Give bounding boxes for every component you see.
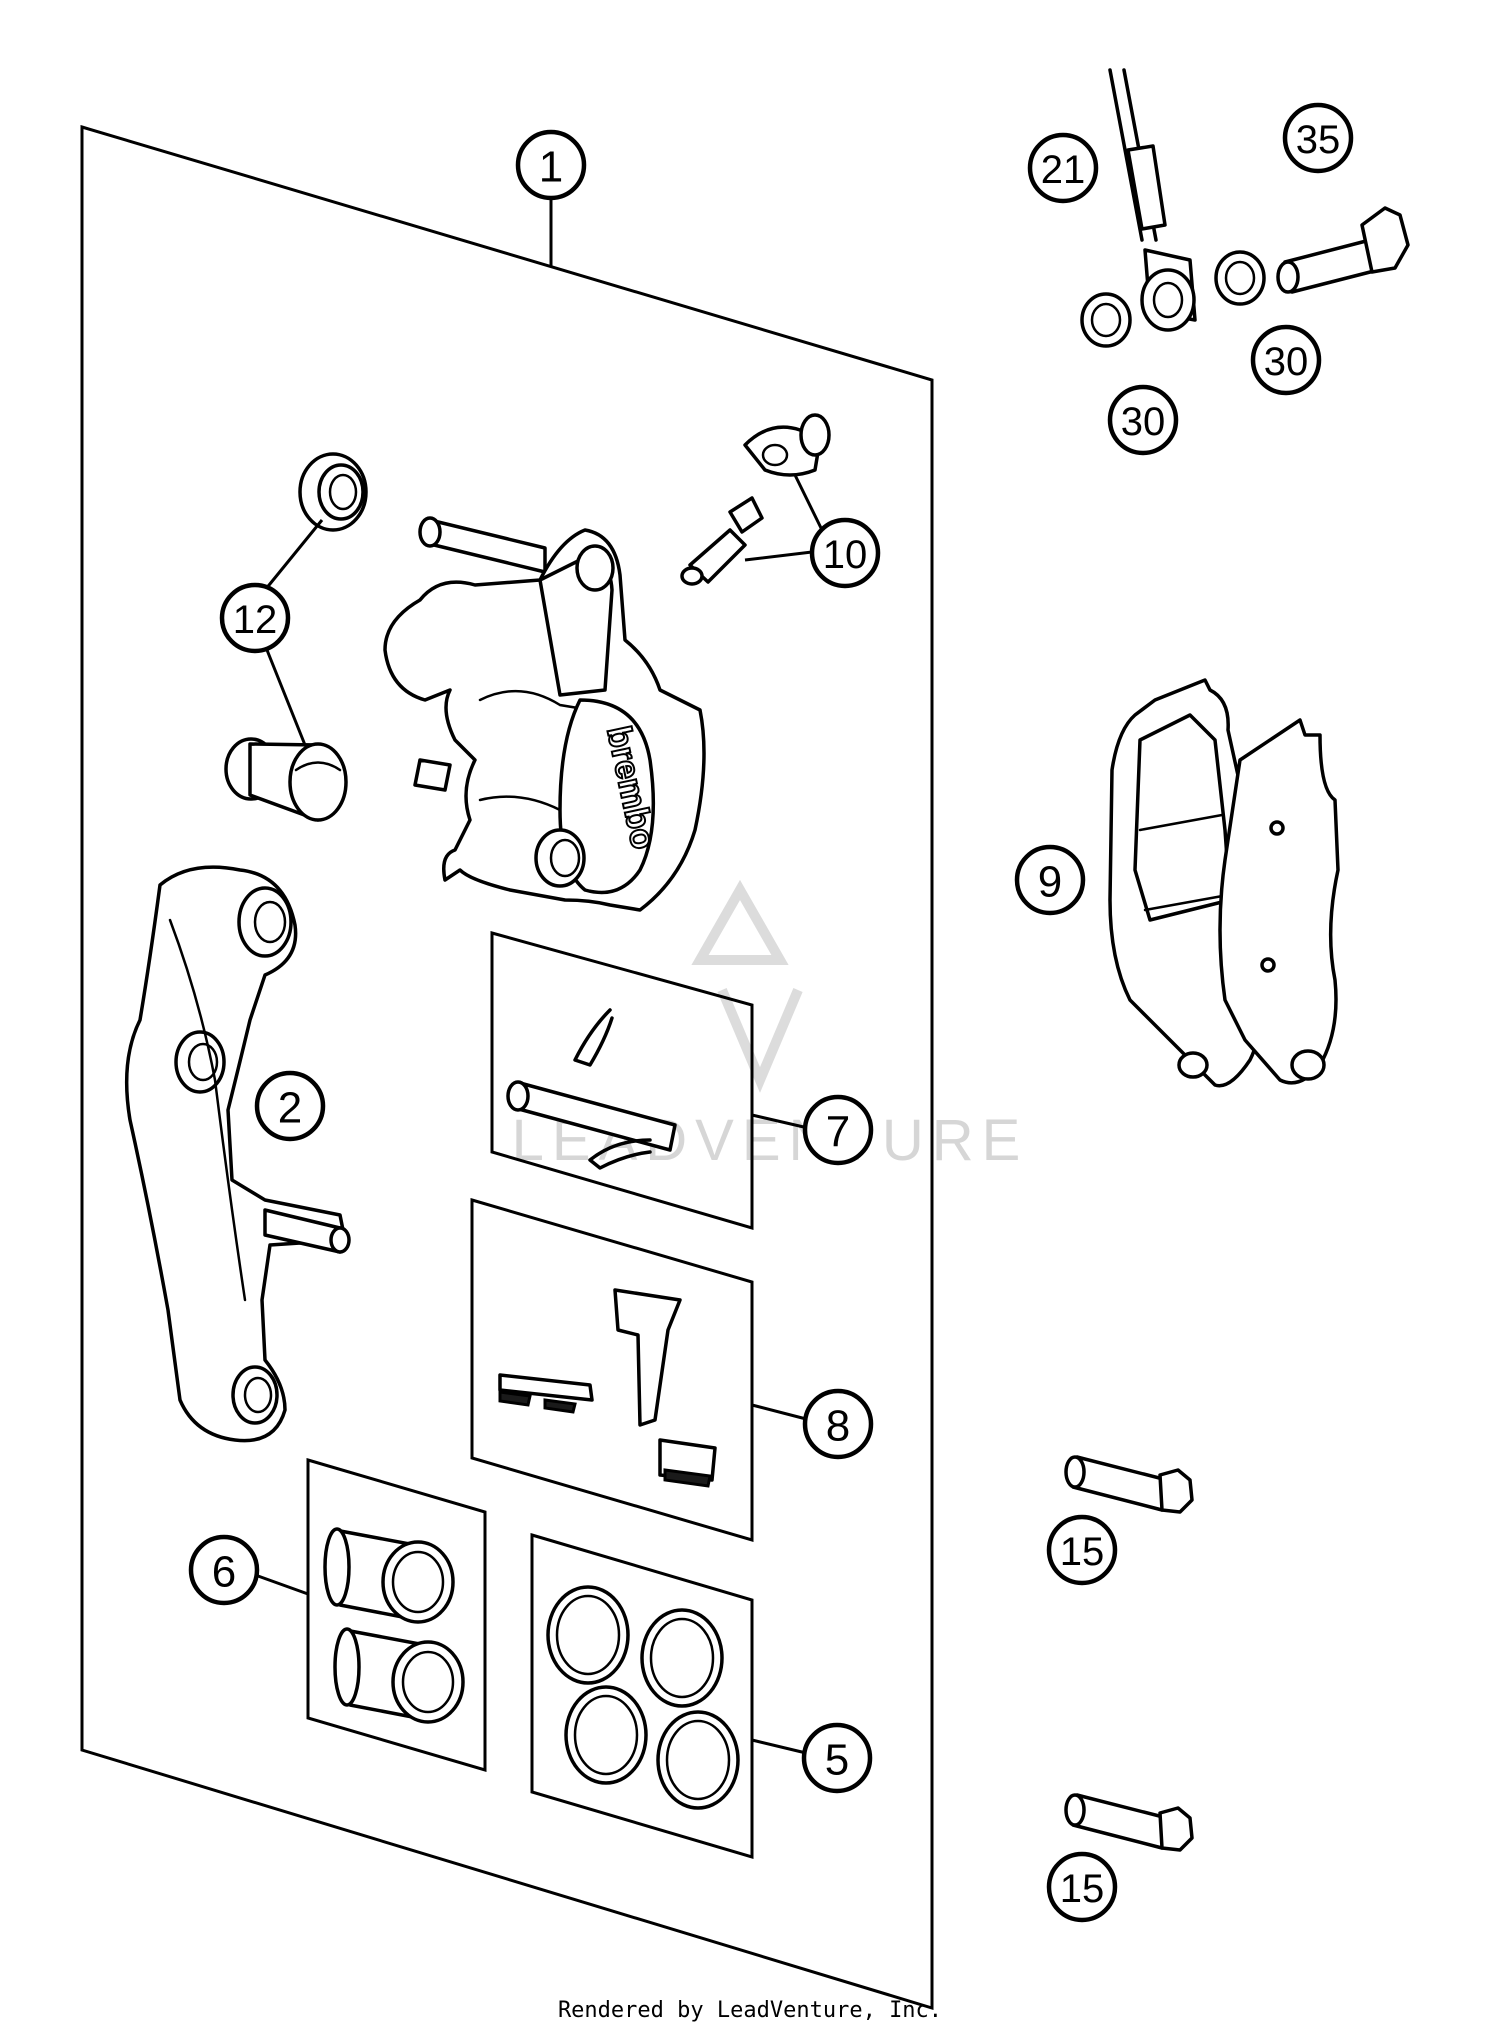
- callout-7-label: 7: [826, 1108, 850, 1157]
- subkit-panel-6: [306, 1457, 487, 1773]
- callout-30-lower-label: 30: [1121, 400, 1166, 444]
- leader-5: [751, 1738, 807, 1755]
- banjo-bolt-35[interactable]: [1276, 206, 1410, 294]
- watermark: LEADVENTURE: [512, 879, 1020, 1173]
- leader-7: [751, 1113, 809, 1130]
- subkit-panel-5: [530, 1532, 754, 1860]
- callout-2-label: 2: [278, 1084, 302, 1133]
- subkit-panel-7: [490, 931, 754, 1231]
- callout-30-upper[interactable]: 30: [1250, 324, 1322, 396]
- callout-15-upper-label: 15: [1060, 1530, 1105, 1574]
- callout-5-label: 5: [825, 1736, 849, 1785]
- leader-8: [751, 1403, 811, 1422]
- leader-12: [263, 519, 324, 746]
- brake-pads-9[interactable]: [1108, 678, 1340, 1088]
- caliper-bracket-2[interactable]: [124, 865, 351, 1443]
- callout-12[interactable]: 12: [219, 582, 291, 654]
- spring-kit-8[interactable]: [498, 1288, 717, 1488]
- callout-30-upper-label: 30: [1264, 340, 1309, 384]
- callout-9-label: 9: [1038, 858, 1062, 907]
- pin-kit-7[interactable]: [506, 1008, 677, 1170]
- callout-15-upper[interactable]: 15: [1046, 1514, 1118, 1586]
- kit-panel: [80, 124, 934, 2011]
- bolt-15-upper[interactable]: [1064, 1455, 1194, 1514]
- seal-kit-12[interactable]: [224, 452, 368, 822]
- callout-8-label: 8: [826, 1402, 850, 1451]
- callout-10[interactable]: 10: [809, 517, 881, 589]
- bleeder-10[interactable]: [680, 413, 831, 586]
- callout-35-label: 35: [1296, 118, 1341, 162]
- footer-credit: Rendered by LeadVenture, Inc.: [557, 1998, 943, 2023]
- callout-30-lower[interactable]: 30: [1107, 384, 1179, 456]
- callout-7[interactable]: 7: [802, 1094, 874, 1166]
- piston-kit-6[interactable]: [323, 1527, 465, 1724]
- callout-8[interactable]: 8: [802, 1388, 874, 1460]
- caliper-body[interactable]: brembo: [383, 516, 706, 912]
- callout-10-label: 10: [823, 533, 868, 577]
- subkit-panel-8: [470, 1197, 754, 1543]
- callout-6-label: 6: [212, 1548, 236, 1597]
- bolt-15-lower[interactable]: [1064, 1793, 1194, 1852]
- callout-15-lower[interactable]: 15: [1046, 1851, 1118, 1923]
- brake-line-21[interactable]: [1108, 68, 1197, 332]
- callout-1-label: 1: [539, 143, 563, 192]
- callout-2[interactable]: 2: [254, 1070, 326, 1142]
- callout-35[interactable]: 35: [1282, 102, 1354, 174]
- callout-21-label: 21: [1041, 148, 1086, 192]
- leader-6: [257, 1574, 309, 1596]
- leader-10: [744, 474, 824, 562]
- washer-30-right[interactable]: [1214, 250, 1266, 306]
- callout-9[interactable]: 9: [1014, 844, 1086, 916]
- washer-30-left[interactable]: [1080, 292, 1132, 348]
- callout-21[interactable]: 21: [1027, 132, 1099, 204]
- callout-5[interactable]: 5: [801, 1722, 873, 1794]
- callout-15-lower-label: 15: [1060, 1867, 1105, 1911]
- callout-12-label: 12: [233, 598, 278, 642]
- seal-kit-5[interactable]: [546, 1585, 740, 1810]
- callout-1[interactable]: 1: [515, 129, 587, 201]
- callout-6[interactable]: 6: [188, 1534, 260, 1606]
